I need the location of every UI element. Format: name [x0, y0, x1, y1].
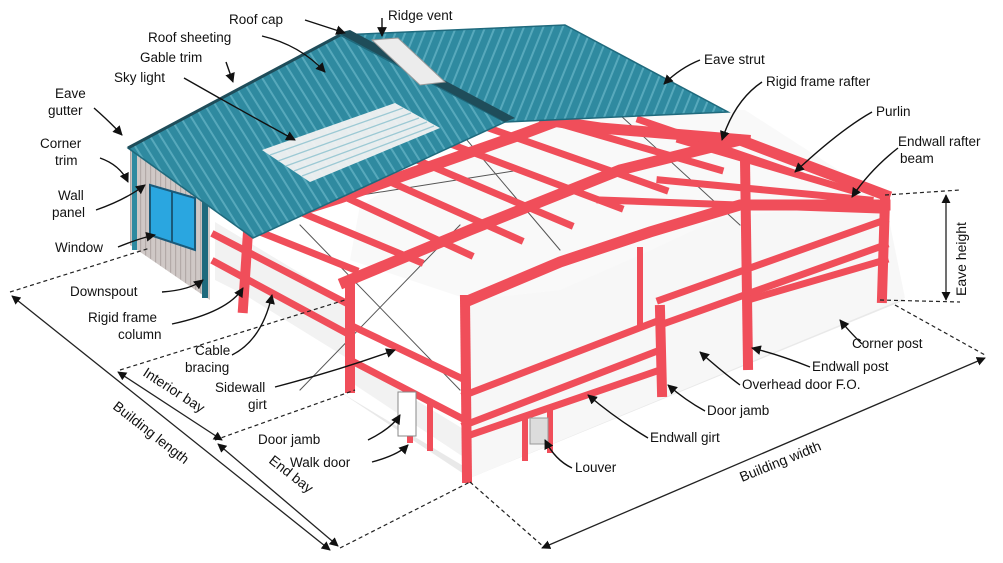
downspout-pipe — [202, 190, 208, 298]
roof-right-sheeting — [337, 24, 731, 123]
label-sky-light: Sky light — [114, 70, 165, 85]
walk-door — [397, 391, 417, 437]
label-sidewall-girt-2: girt — [248, 397, 267, 412]
label-building-width: Building width — [737, 438, 823, 485]
label-building-length: Building length — [110, 398, 192, 467]
label-door-jamb-right: Door jamb — [707, 403, 769, 418]
label-eave-gutter-2: gutter — [48, 103, 83, 118]
sky-light-ribs — [269, 107, 435, 177]
label-downspout: Downspout — [70, 284, 138, 299]
label-rigid-frame-rafter: Rigid frame rafter — [766, 74, 871, 89]
label-window: Window — [55, 240, 103, 255]
label-roof-sheeting: Roof sheeting — [148, 30, 231, 45]
label-rigid-frame-column-2: column — [118, 327, 162, 342]
roof — [126, 24, 731, 239]
label-rigid-frame-column-1: Rigid frame — [88, 310, 157, 325]
leader-lines — [93, 18, 899, 469]
label-cable-bracing-2: bracing — [185, 360, 229, 375]
label-eave-gutter-1: Eave — [55, 86, 86, 101]
label-endwall-post: Endwall post — [812, 359, 889, 374]
label-corner-trim-1: Corner — [40, 136, 82, 151]
label-endwall-rafter-beam-1: Endwall rafter — [898, 134, 981, 149]
ridge-vent-box — [370, 37, 447, 86]
label-eave-strut: Eave strut — [704, 52, 765, 67]
label-purlin: Purlin — [876, 104, 911, 119]
label-roof-cap: Roof cap — [229, 12, 283, 27]
label-corner-trim-2: trim — [55, 153, 78, 168]
label-wall-panel-2: panel — [52, 205, 85, 220]
label-sidewall-girt-1: Sidewall — [215, 380, 265, 395]
dimension-lines — [9, 189, 986, 551]
label-cable-bracing-1: Cable — [195, 343, 230, 358]
label-gable-trim: Gable trim — [140, 50, 202, 65]
label-eave-height: Eave height — [953, 222, 969, 296]
label-corner-post: Corner post — [852, 336, 923, 351]
steel-frame — [210, 110, 893, 484]
label-overhead-door-fo: Overhead door F.O. — [742, 377, 861, 392]
label-endwall-rafter-beam-2: beam — [900, 151, 934, 166]
label-wall-panel-1: Wall — [58, 188, 84, 203]
label-endwall-girt: Endwall girt — [650, 430, 720, 445]
label-ridge-vent: Ridge vent — [388, 8, 453, 23]
label-door-jamb-left: Door jamb — [258, 432, 320, 447]
label-walk-door: Walk door — [290, 455, 351, 470]
label-louver: Louver — [575, 460, 617, 475]
